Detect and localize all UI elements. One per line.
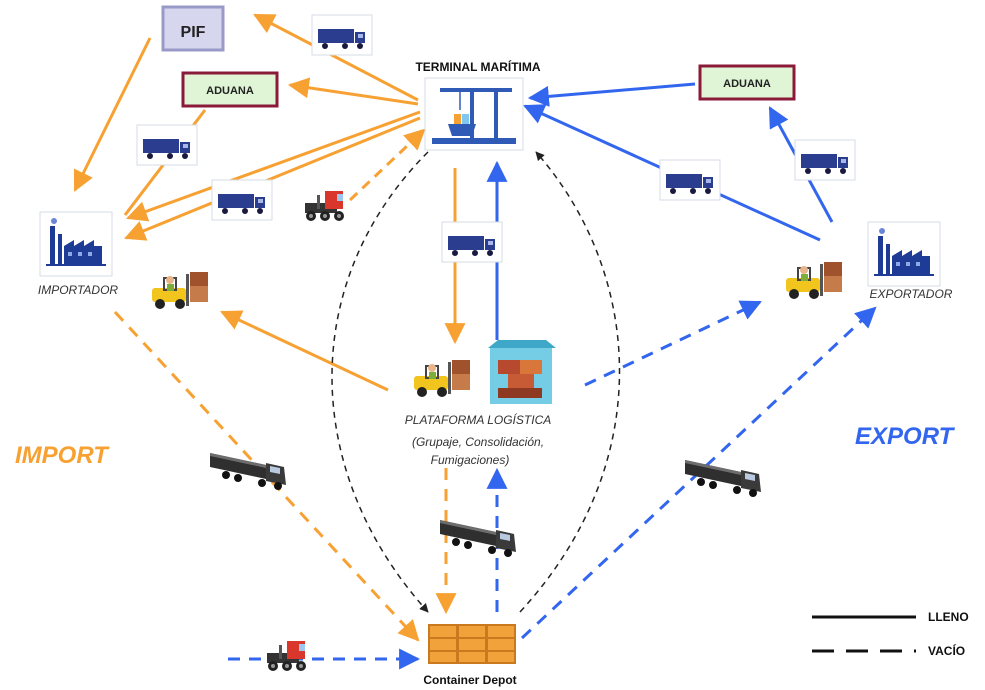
container-stack-icon (428, 624, 516, 664)
legend: LLENO VACÍO (812, 610, 969, 658)
depot-node: Container Depot (423, 624, 517, 687)
exportador-label: EXPORTADOR (870, 287, 953, 301)
plataforma-sub2: Fumigaciones) (431, 453, 510, 467)
plataforma-label: PLATAFORMA LOGÍSTICA (405, 412, 551, 427)
semi-truck-icon (210, 453, 286, 490)
importador-label: IMPORTADOR (38, 283, 119, 297)
aduana-export-node: ADUANA (698, 64, 796, 101)
forklift-icon (151, 271, 209, 310)
terminal-label: TERMINAL MARÍTIMA (415, 59, 540, 74)
depot-label: Container Depot (423, 673, 516, 687)
tow-truck-icon (267, 641, 306, 671)
forklift-icon (785, 261, 843, 300)
empty-return-arrows (331, 151, 621, 613)
truck-icon (794, 139, 856, 181)
import-flow-arrows (73, 13, 466, 642)
truck-icon (441, 221, 503, 263)
aduana-export-label: ADUANA (723, 78, 771, 90)
importador-node: IMPORTADOR (38, 211, 119, 297)
tow-truck-icon (305, 191, 344, 221)
truck-icon (136, 124, 198, 166)
forklift-icon (413, 359, 471, 398)
warehouse-icon (488, 340, 556, 404)
aduana-import-node: ADUANA (181, 71, 279, 108)
factory-icon (39, 211, 113, 277)
truck-icon (659, 159, 721, 201)
import-label: IMPORT (15, 442, 110, 469)
pif-node: PIF (161, 5, 225, 52)
legend-empty-label: VACÍO (928, 643, 965, 658)
plataforma-sub1: (Grupaje, Consolidación, (412, 435, 544, 449)
truck-icon (311, 14, 373, 56)
legend-full-label: LLENO (928, 610, 969, 624)
pif-label: PIF (181, 24, 206, 41)
plataforma-node: PLATAFORMA LOGÍSTICA (Grupaje, Consolida… (405, 340, 556, 467)
aduana-import-label: ADUANA (206, 85, 254, 97)
port-crane-icon (424, 77, 524, 151)
truck-icon (211, 179, 273, 221)
semi-truck-icon (440, 520, 516, 557)
export-label: EXPORT (855, 423, 956, 450)
semi-truck-icon (685, 460, 761, 497)
factory-icon (867, 221, 941, 287)
exportador-node: EXPORTADOR (867, 221, 953, 301)
terminal-node: TERMINAL MARÍTIMA (415, 59, 541, 151)
